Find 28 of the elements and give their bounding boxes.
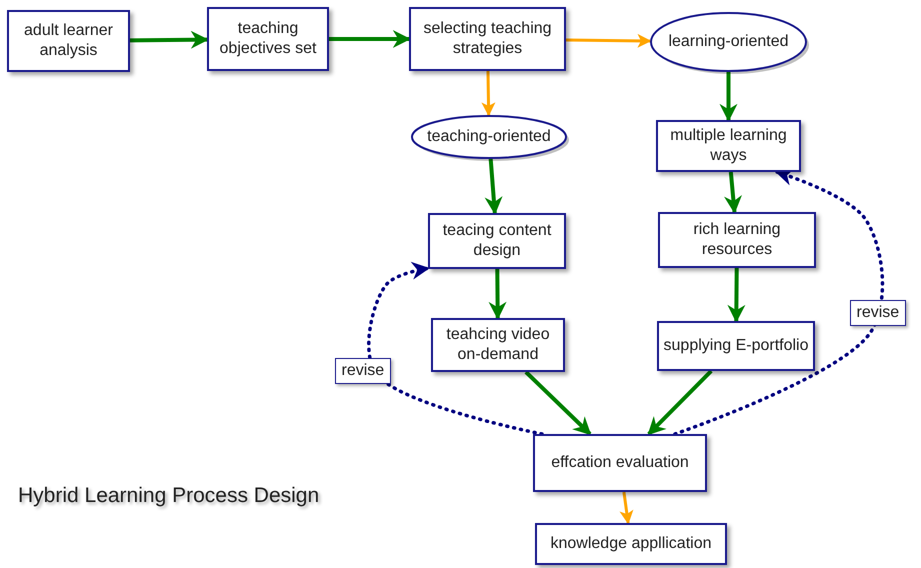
arrow	[727, 268, 746, 323]
arrow	[566, 34, 652, 48]
process-box: supplying E-portfolio	[657, 321, 815, 371]
process-box: teacing content design	[428, 213, 566, 269]
process-box: adult learner analysis	[7, 10, 130, 72]
edge-label: revise	[334, 358, 392, 384]
arrow	[620, 492, 634, 524]
ellipse-node: learning-oriented	[650, 12, 807, 72]
arrow	[724, 172, 742, 214]
process-box: teahcing video on-demand	[431, 318, 565, 372]
dotted-arrow	[367, 262, 544, 436]
process-box: knowledge appllication	[535, 523, 727, 565]
arrow	[130, 30, 209, 49]
arrow	[720, 72, 738, 122]
process-box: multiple learning ways	[656, 120, 801, 172]
process-box: teaching objectives set	[207, 7, 329, 71]
arrow	[488, 268, 507, 320]
arrow	[484, 158, 503, 215]
arrow	[647, 370, 713, 436]
arrow	[524, 370, 592, 436]
edge-label: revise	[850, 300, 906, 326]
process-box: selecting teaching strategies	[409, 7, 566, 71]
ellipse-node: teaching-oriented	[411, 115, 567, 159]
diagram-title: Hybrid Learning Process Design	[18, 484, 320, 508]
arrow	[329, 30, 411, 48]
process-box: effcation evaluation	[533, 434, 707, 492]
process-box: rich learning resources	[658, 212, 816, 268]
arrow	[481, 70, 496, 116]
